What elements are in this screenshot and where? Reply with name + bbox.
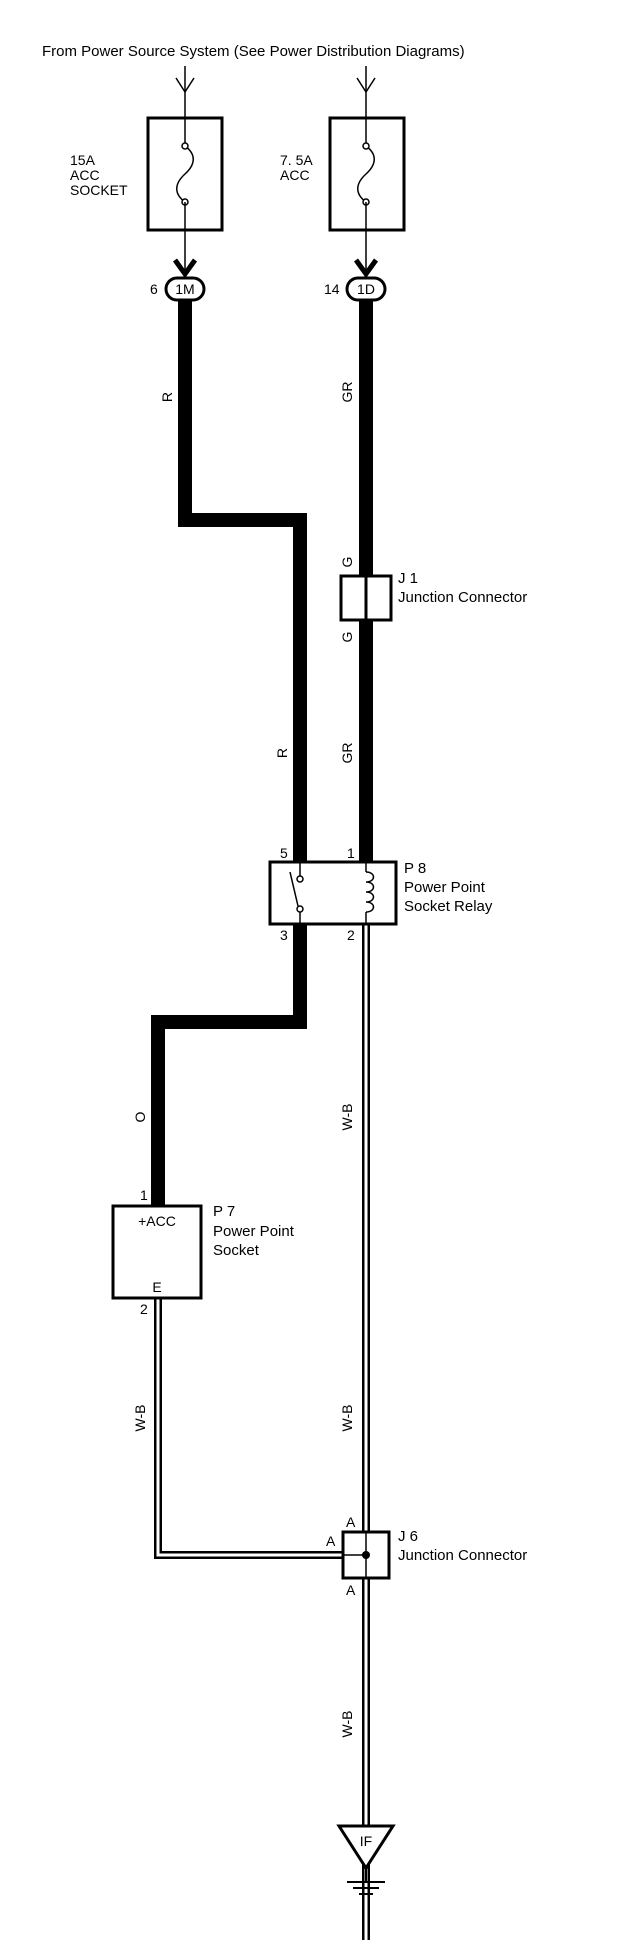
connector-1d-pin: 14 bbox=[324, 281, 340, 297]
ground-id: IF bbox=[360, 1833, 372, 1849]
relay-p8-box bbox=[268, 860, 398, 926]
ground-triangle bbox=[336, 1824, 396, 1871]
socket-term-e: E bbox=[152, 1279, 161, 1295]
feed-arrow-left bbox=[175, 66, 195, 118]
fuse-7-5a-icon bbox=[357, 118, 375, 230]
connector-1d-arrow bbox=[353, 230, 379, 279]
relay-pin-2: 2 bbox=[347, 927, 355, 943]
relay-pin-1: 1 bbox=[347, 845, 355, 861]
wire-label-gr-upper: GR bbox=[339, 382, 355, 403]
relay-name-2: Socket Relay bbox=[404, 898, 493, 915]
socket-term-acc: +ACC bbox=[138, 1213, 176, 1229]
wire-label-o: O bbox=[132, 1111, 148, 1122]
connector-1m bbox=[164, 276, 206, 302]
fuse-7-5a-rating: 7. 5A bbox=[280, 152, 313, 168]
fuse-15a-line2: ACC bbox=[70, 167, 100, 183]
connector-1m-id: 1M bbox=[175, 281, 194, 297]
connector-1d-id: 1D bbox=[357, 281, 375, 297]
fuse-15a-line3: SOCKET bbox=[70, 182, 128, 198]
wire-label-wb-relay-lower: W-B bbox=[339, 1405, 355, 1432]
j1-name: Junction Connector bbox=[398, 589, 527, 606]
wire-r bbox=[178, 300, 307, 862]
j6-code: J 6 bbox=[398, 1528, 418, 1545]
j6-name: Junction Connector bbox=[398, 1547, 527, 1564]
relay-pin-3: 3 bbox=[280, 927, 288, 943]
fuse-15a-rating: 15A bbox=[70, 152, 96, 168]
wire-label-wb-socket: W-B bbox=[132, 1405, 148, 1432]
socket-p7-box bbox=[111, 1204, 203, 1300]
wire-label-wb-ground: W-B bbox=[339, 1711, 355, 1738]
wire-label-r-upper: R bbox=[159, 392, 175, 402]
j6-pin-left: A bbox=[326, 1533, 336, 1549]
source-title: From Power Source System (See Power Dist… bbox=[42, 43, 465, 60]
relay-coil-icon bbox=[365, 862, 375, 924]
j6-pin-bottom: A bbox=[346, 1582, 356, 1598]
relay-code: P 8 bbox=[404, 860, 426, 877]
j6-junction-dot bbox=[362, 1551, 370, 1559]
socket-pin-2: 2 bbox=[140, 1301, 148, 1317]
wire-label-wb-relay: W-B bbox=[339, 1104, 355, 1131]
fuse-15a-icon bbox=[176, 118, 194, 230]
relay-switch-icon bbox=[289, 862, 304, 924]
connector-1m-pin: 6 bbox=[150, 281, 158, 297]
wire-label-r-lower: R bbox=[274, 748, 290, 758]
feed-arrow-right bbox=[356, 66, 376, 118]
socket-name-2: Socket bbox=[213, 1242, 260, 1259]
socket-pin-1: 1 bbox=[140, 1187, 148, 1203]
wire-o bbox=[151, 924, 307, 1206]
socket-code: P 7 bbox=[213, 1203, 235, 1220]
j1-code: J 1 bbox=[398, 570, 418, 587]
j1-pin-top: G bbox=[339, 557, 355, 568]
ground-symbol-icon bbox=[347, 1868, 385, 1895]
connector-1m-arrow bbox=[172, 230, 198, 279]
wire-wb-socket bbox=[154, 1298, 366, 1559]
relay-name-1: Power Point bbox=[404, 879, 486, 896]
j1-pin-bottom: G bbox=[339, 632, 355, 643]
fuse-7-5a-line2: ACC bbox=[280, 167, 310, 183]
wire-label-gr-lower: GR bbox=[339, 743, 355, 764]
socket-name-1: Power Point bbox=[213, 1223, 295, 1240]
j6-pin-top: A bbox=[346, 1514, 356, 1530]
connector-1d bbox=[345, 276, 387, 302]
relay-pin-5: 5 bbox=[280, 845, 288, 861]
